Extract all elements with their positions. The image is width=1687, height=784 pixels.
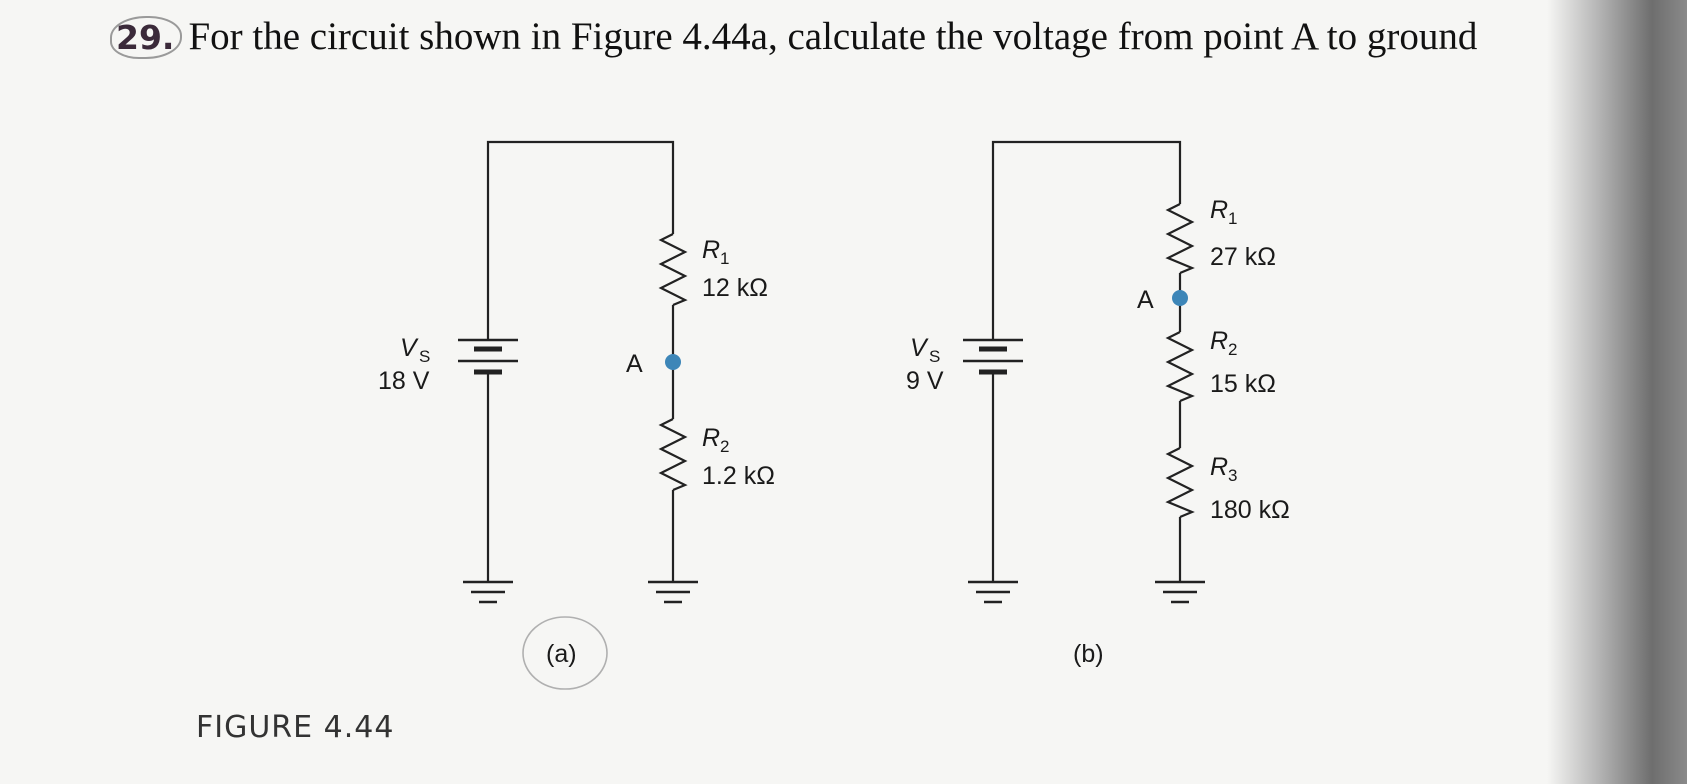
circuit-b-source-value: 9 V — [906, 367, 944, 395]
circuit-a-ground-icon-left — [463, 580, 513, 604]
circuit-a-label: (a) — [546, 640, 577, 668]
circuit-b-r1-subscript: 1 — [1228, 209, 1237, 228]
circuit-b-source-symbol: V — [910, 334, 929, 362]
circuit-b-r2-name: R — [1210, 327, 1228, 355]
circuit-b-r2-subscript: 2 — [1228, 340, 1237, 359]
circuit-a-node-label: A — [626, 350, 643, 378]
circuit-a-r1-value: 12 kΩ — [702, 274, 768, 302]
circuit-b-r1-value: 27 kΩ — [1210, 243, 1276, 271]
circuit-a-resistor-r2 — [658, 418, 688, 492]
circuit-b-source-subscript: S — [929, 347, 940, 366]
circuit-b-r3-subscript: 3 — [1228, 466, 1237, 485]
circuit-b-label: (b) — [1073, 640, 1104, 668]
circuit-b-wire-top — [991, 140, 1182, 340]
question-line: 29.For the circuit shown in Figure 4.44a… — [110, 14, 1477, 59]
circuit-a-battery-symbol — [458, 338, 518, 375]
circuit-b-r2-value: 15 kΩ — [1210, 370, 1276, 398]
circuit-a-r2-value: 1.2 kΩ — [702, 462, 775, 490]
figure-caption: FIGURE 4.44 — [196, 710, 395, 745]
circuit-b-resistor-r2 — [1165, 331, 1195, 403]
circuit-b-ground-icon-left — [968, 580, 1018, 604]
circuit-a-r1-subscript: 1 — [720, 249, 729, 268]
circuit-a-r1-name: R — [702, 236, 720, 264]
circuit-b-resistor-r3 — [1165, 447, 1195, 519]
question-text: For the circuit shown in Figure 4.44a, c… — [188, 15, 1478, 58]
circuit-a-resistor-r1 — [658, 233, 688, 307]
circuit-b-battery-symbol — [963, 338, 1023, 375]
circuit-b-r3-value: 180 kΩ — [1210, 496, 1290, 524]
circuit-b-resistor-r1 — [1165, 203, 1195, 275]
circuit-a-label-circle — [522, 616, 608, 690]
page-edge-shadow — [1547, 0, 1687, 784]
circuit-a-r2-name: R — [702, 424, 720, 452]
circuit-b-node-label: A — [1137, 286, 1154, 314]
circuit-a: V S 18 V A R 1 12 kΩ R 2 1.2 kΩ (a) — [378, 140, 775, 690]
circuit-a-source-value: 18 V — [378, 367, 430, 395]
circuit-a-node-a-dot — [665, 354, 681, 370]
circuit-b-ground-icon-right — [1155, 580, 1205, 604]
circuit-b-r1-name: R — [1210, 196, 1228, 224]
circuit-a-wire-top — [486, 140, 675, 340]
circuit-a-source-symbol: V — [400, 334, 419, 362]
circuit-a-ground-icon-right — [648, 580, 698, 604]
circuit-a-r2-subscript: 2 — [720, 437, 729, 456]
circuit-b: V S 9 V A R 1 27 kΩ R 2 15 kΩ R 3 180 kΩ… — [906, 140, 1290, 668]
question-number: 29. — [110, 16, 183, 59]
circuit-b-node-a-dot — [1172, 290, 1188, 306]
circuit-b-r3-name: R — [1210, 453, 1228, 481]
circuit-a-source-subscript: S — [419, 347, 430, 366]
